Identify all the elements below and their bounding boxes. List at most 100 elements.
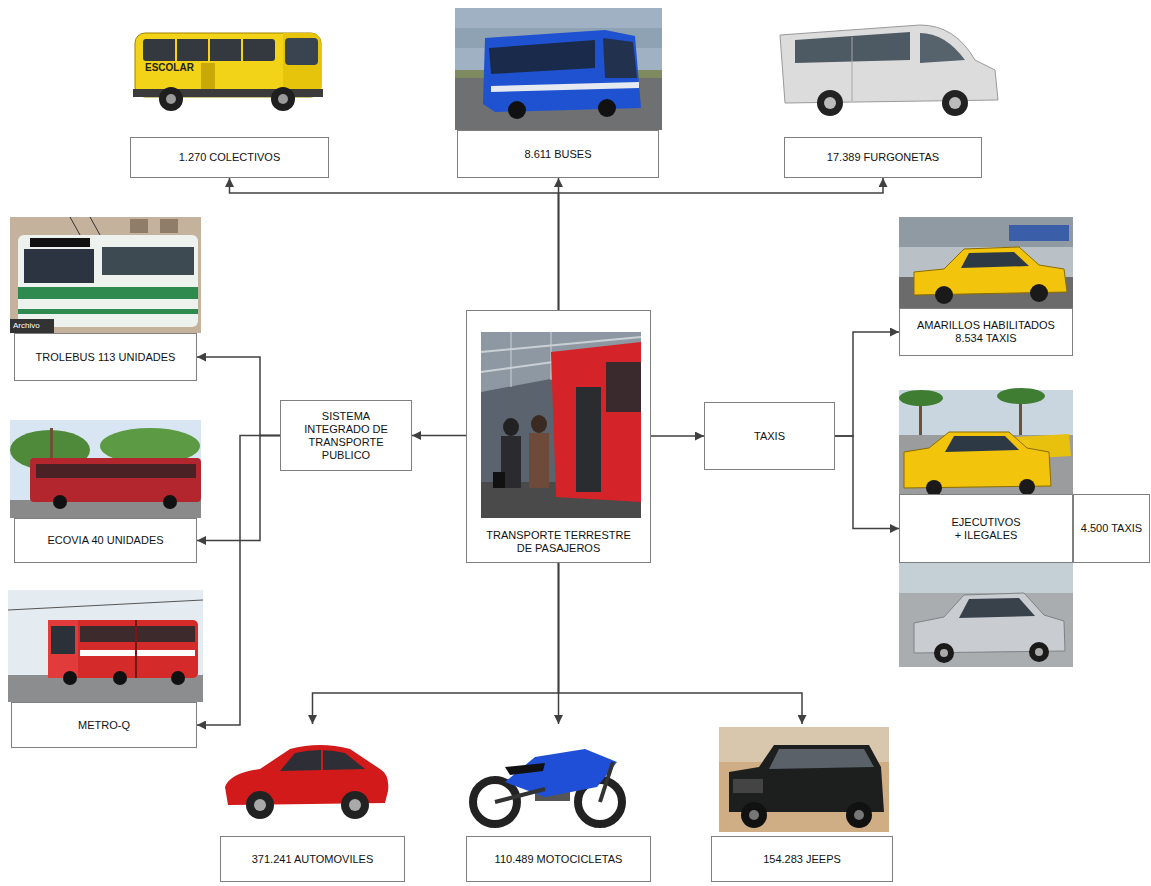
school-bus-picture-part [208, 39, 210, 61]
bus-photo-part [508, 101, 526, 119]
car-picture-part [349, 799, 361, 811]
van-picture-part [949, 97, 961, 109]
motorcycle-picture-part [600, 762, 613, 802]
trolleybus-photo [10, 217, 201, 333]
school-bus-picture-part [175, 39, 177, 61]
trolleybus-photo-part [102, 247, 194, 275]
school-bus-picture-part [285, 38, 318, 65]
process-box: EJECUTIVOS + ILEGALES [899, 494, 1073, 563]
trolleybus-photo-part [24, 249, 94, 283]
connector-arrow [313, 563, 559, 724]
box-text: SISTEMA INTEGRADO DE TRANSPORTE PUBLICO [290, 410, 402, 462]
van-picture-part [824, 97, 836, 109]
trolleybus-photo-part [130, 219, 148, 233]
process-box: 8.611 BUSES [457, 130, 659, 178]
process-box: 371.241 AUTOMOVILES [220, 836, 405, 882]
trolleybus-photo-part [30, 238, 90, 247]
box-text: 371.241 AUTOMOVILES [252, 853, 373, 866]
metro-bus-photo-part [8, 600, 203, 610]
metro-bus-photo-part [51, 626, 75, 654]
jeep-photo-part [729, 745, 884, 812]
station-photo-part [606, 362, 641, 412]
metro-bus-photo-part [113, 671, 127, 685]
silver-car-photo-part [934, 643, 954, 663]
ecovia-photo-part [53, 495, 67, 509]
trolleybus-photo-part [70, 217, 80, 235]
station-photo-part [493, 472, 505, 488]
station-photo-part [503, 418, 519, 436]
school-bus-picture-part [143, 39, 275, 61]
process-box: SISTEMA INTEGRADO DE TRANSPORTE PUBLICO [280, 400, 412, 471]
central-box: TRANSPORTE TERRESTRE DE PASAJEROS [466, 310, 651, 563]
taxi-photo-part [935, 286, 953, 304]
box-text: TROLEBUS 113 UNIDADES [36, 351, 176, 364]
silver-car-photo-part [959, 598, 1035, 618]
process-box: ECOVIA 40 UNIDADES [14, 518, 197, 563]
connector-arrow [197, 436, 280, 726]
taxis-row-photo-part [945, 436, 1019, 452]
silver-car-photo-part [1035, 648, 1043, 656]
taxis-row-photo-part [1019, 479, 1035, 495]
silver-car-photo-part [940, 649, 948, 657]
connector-arrow [197, 357, 280, 436]
car-picture-part [280, 750, 365, 771]
station-photo-part [576, 387, 601, 492]
trolleybus-photo-part [18, 235, 198, 327]
car-picture [225, 745, 388, 819]
taxi-photo-part [1030, 284, 1048, 302]
ecovia-photo-part [50, 428, 53, 460]
connector-arrow [559, 563, 803, 724]
taxis-row-photo-part [899, 390, 943, 406]
motorcycle-picture-part [495, 789, 545, 802]
metro-bus-photo-part [80, 650, 195, 656]
silver-car-photo-part [899, 563, 1073, 667]
taxis-row-photo-part [899, 390, 1073, 494]
taxi-photo-part [899, 217, 1073, 308]
ecovia-photo-part [30, 458, 201, 502]
box-text: TRANSPORTE TERRESTRE DE PASAJEROS [484, 529, 634, 555]
car-picture-part [321, 750, 323, 771]
school-bus-picture-part [241, 39, 243, 61]
jeep-photo-part [749, 810, 759, 820]
picture-label: Archivo [13, 321, 40, 330]
box-text: ECOVIA 40 UNIDADES [47, 534, 163, 547]
jeep-photo-part [769, 749, 874, 769]
jeep-photo-part [733, 779, 763, 793]
station-photo-part [481, 332, 641, 518]
metro-bus-photo-part [48, 620, 78, 678]
metro-bus-photo-part [8, 590, 203, 702]
picture-label: ESCOLAR [145, 62, 194, 73]
van-picture-part [920, 33, 965, 63]
box-text: TAXIS [754, 430, 785, 443]
silver-car-photo-part [1029, 642, 1049, 662]
box-text: 1.270 COLECTIVOS [179, 151, 281, 164]
box-text: 154.283 JEEPS [763, 853, 841, 866]
school-bus-picture-part [159, 87, 183, 111]
metro-bus-photo-part [171, 671, 185, 685]
motorcycle-picture-part [505, 763, 545, 775]
connector-arrow [559, 178, 884, 310]
car-picture-part [246, 791, 274, 819]
process-box: TAXIS [704, 402, 835, 470]
connector-arrow [230, 178, 559, 310]
connector-arrow [651, 435, 704, 437]
van-picture-part [780, 25, 998, 103]
ecovia-photo [10, 420, 201, 518]
taxi-photo-part [899, 217, 1073, 247]
silver-car-photo [899, 563, 1073, 667]
motorcycle-picture [473, 749, 622, 824]
ecovia-photo-part [163, 495, 177, 509]
van-picture-part [942, 90, 968, 116]
process-box: 154.283 JEEPS [711, 836, 893, 882]
trolleybus-photo-part [10, 319, 54, 333]
van-picture [780, 25, 998, 116]
trolleybus-photo-part [18, 309, 198, 314]
bus-photo [455, 8, 662, 130]
metro-bus-photo-part [80, 626, 195, 642]
van-picture-part [852, 37, 853, 101]
bus-photo-part [489, 40, 595, 74]
connector-arrow [197, 436, 280, 541]
car-picture-part [341, 791, 369, 819]
